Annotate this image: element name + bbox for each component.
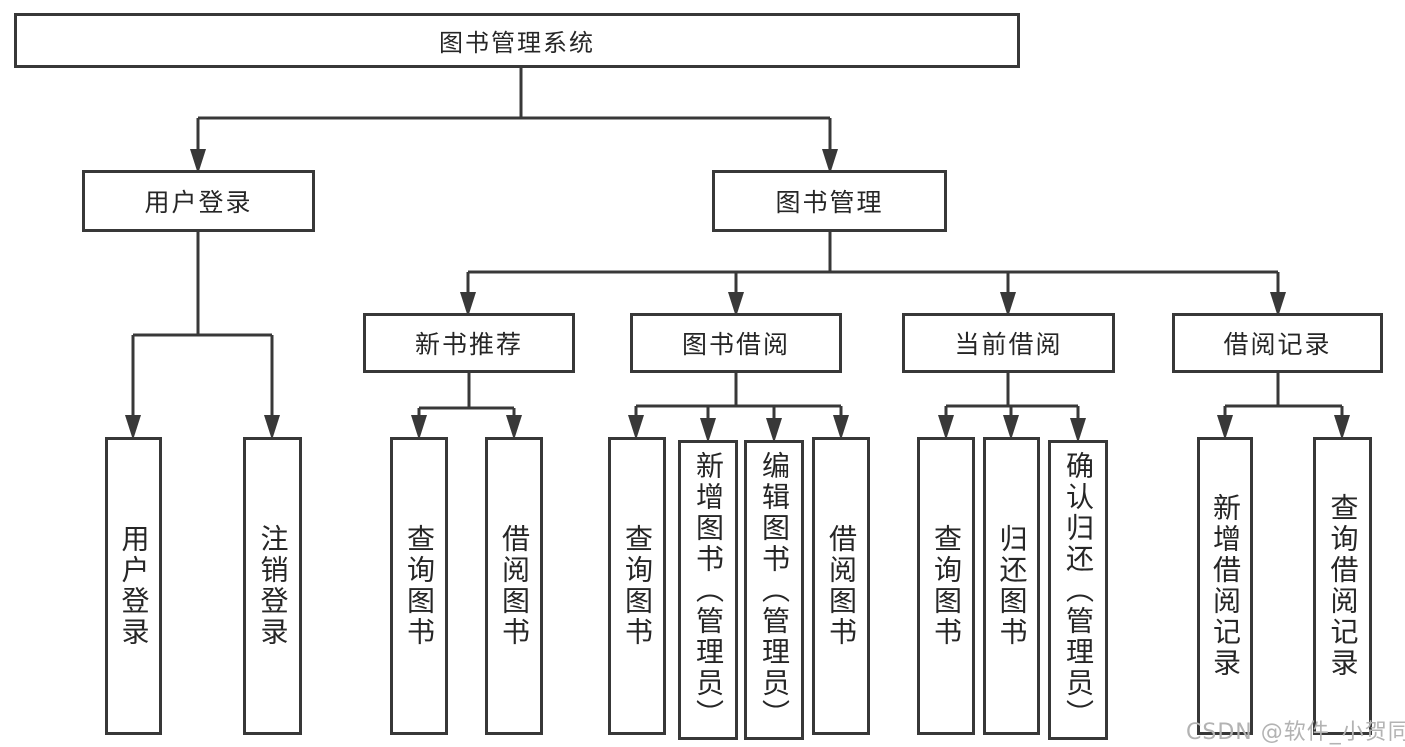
leaf-records-query-record: 查询借阅记录	[1313, 437, 1372, 735]
leaf-recommend-borrow-books: 借阅图书	[485, 437, 543, 735]
node-borrowing-records: 借阅记录	[1172, 313, 1383, 373]
node-current-borrowing: 当前借阅	[902, 313, 1115, 373]
leaf-borrowing-add-books-admin: 新增图书（管理员）	[678, 440, 738, 740]
leaf-recommend-query-books: 查询图书	[390, 437, 448, 735]
leaf-borrowing-borrow-books: 借阅图书	[812, 437, 870, 735]
leaf-current-return-books: 归还图书	[983, 437, 1040, 735]
leaf-logout: 注销登录	[243, 437, 302, 735]
node-user-login: 用户登录	[82, 170, 315, 232]
node-book-borrowing: 图书借阅	[630, 313, 842, 373]
leaf-borrowing-edit-books-admin: 编辑图书（管理员）	[744, 440, 804, 740]
node-new-book-recommend: 新书推荐	[363, 313, 575, 373]
csdn-watermark: CSDN @软件_小贺同学	[1186, 720, 1405, 745]
leaf-borrowing-query-books: 查询图书	[608, 437, 666, 735]
leaf-user-login: 用户登录	[105, 437, 162, 735]
leaf-current-confirm-return-admin: 确认归还（管理员）	[1048, 440, 1108, 740]
node-book-management: 图书管理	[712, 170, 947, 232]
leaf-records-add-record: 新增借阅记录	[1197, 437, 1253, 735]
leaf-current-query-books: 查询图书	[917, 437, 975, 735]
node-root-system: 图书管理系统	[14, 13, 1020, 68]
